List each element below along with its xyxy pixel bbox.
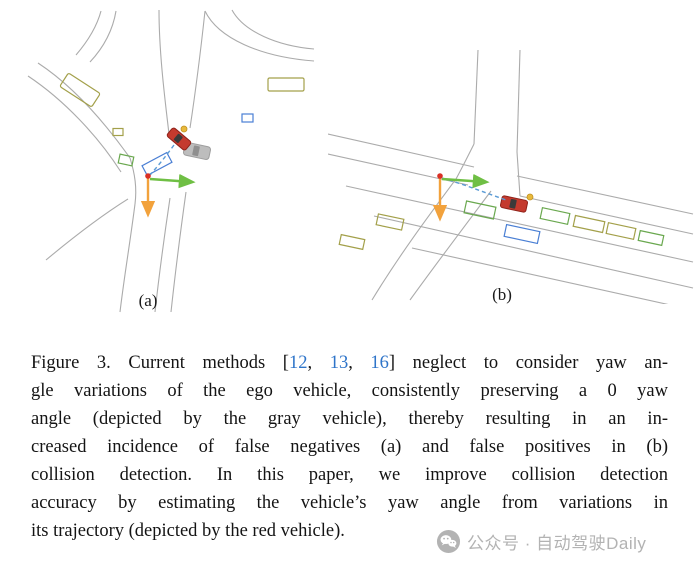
ego-vehicle-red-icon — [166, 127, 192, 151]
origin-dot — [437, 173, 443, 179]
vehicle-rect-olive-small — [112, 127, 124, 137]
traffic-vehicles — [338, 200, 665, 251]
yaw-axis-green-arrow — [149, 173, 196, 189]
caption-text: , — [307, 353, 330, 373]
caption-line: creased incidence of false negatives (a)… — [31, 437, 668, 457]
ego-vehicle-red-icon — [500, 195, 528, 213]
citation-link-12[interactable]: 12 — [288, 353, 308, 373]
road-network — [328, 49, 694, 304]
citation-link-16[interactable]: 16 — [370, 353, 389, 373]
watermark-text: 公众号 · 自动驾驶Daily — [467, 534, 647, 553]
caption-line: angle (depicted by the gray vehicle), th… — [31, 409, 668, 429]
origin-dot — [145, 173, 151, 179]
vehicle-rect-olive — [338, 233, 366, 251]
panel-a-label: (a) — [138, 291, 158, 310]
caption-line: gle variations of the ego vehicle, consi… — [31, 381, 668, 401]
marker-dot-yellow — [526, 193, 534, 201]
vehicle-rect-blue — [141, 151, 173, 177]
vehicle-rect-blue-small — [241, 113, 254, 123]
vehicle-rect-blue — [503, 223, 541, 245]
marker-dot-yellow — [180, 125, 188, 133]
trajectory-path — [441, 177, 507, 201]
vehicle-rect-green — [539, 206, 571, 226]
vehicle-rect-olive — [605, 221, 637, 241]
citation-link-13[interactable]: 13 — [329, 353, 349, 373]
trajectory-path — [149, 144, 175, 176]
figure-caption: Figure 3. Current methods [12, 13, 16] n… — [31, 349, 668, 545]
caption-text: , — [348, 353, 371, 373]
vehicle-rect-green — [117, 153, 135, 167]
watermark: 公众号 · 自动驾驶Daily — [436, 529, 646, 554]
wechat-icon — [436, 529, 461, 554]
caption-text: ] neglect to consider yaw an- — [388, 353, 669, 373]
caption-line: accuracy by estimating the vehicle’s yaw… — [31, 493, 668, 513]
vehicle-rect-olive — [572, 214, 606, 234]
panel-b-diagram — [328, 49, 694, 304]
vehicle-rect-green — [637, 229, 665, 247]
panel-a-diagram — [27, 9, 315, 313]
caption-line: collision detection. In this paper, we i… — [31, 465, 668, 485]
road-network — [27, 9, 315, 313]
caption-line: Figure 3. Current methods [12, 13, 16] n… — [31, 349, 668, 377]
caption-line: its trajectory (depicted by the red vehi… — [31, 521, 345, 541]
panel-b-label: (b) — [492, 285, 512, 304]
vehicle-rect-olive — [59, 73, 101, 107]
vehicle-rect-olive — [375, 213, 405, 231]
traffic-vehicles — [59, 73, 305, 177]
yaw-axis-green-arrow — [441, 173, 490, 189]
caption-text: Figure 3. Current methods [ — [31, 353, 289, 373]
vehicle-rect-olive — [267, 77, 305, 92]
vehicle-rect-green — [463, 200, 497, 220]
